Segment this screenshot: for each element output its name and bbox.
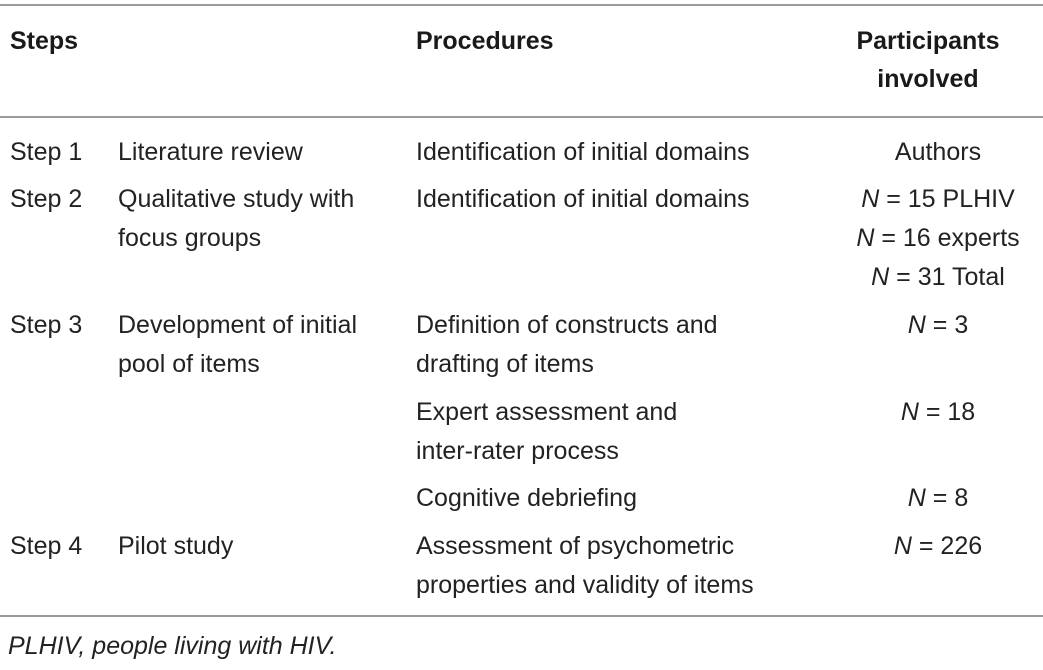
step-label: Step 2 bbox=[10, 185, 83, 213]
procedure-text: Identification of initial domains bbox=[416, 138, 750, 166]
step-label: Step 4 bbox=[10, 532, 83, 560]
procedure-text: Definition of constructs and bbox=[416, 311, 718, 339]
bottom-rule bbox=[0, 615, 1043, 617]
header-rule bbox=[0, 116, 1043, 118]
step-activity: pool of items bbox=[118, 350, 260, 378]
step-activity: Literature review bbox=[118, 138, 303, 166]
procedure-text: inter-rater process bbox=[416, 437, 619, 465]
header-participants-line1: Participants bbox=[856, 27, 1000, 55]
participants-value: N = 16 experts bbox=[856, 224, 1020, 252]
participants-value: N = 15 PLHIV bbox=[861, 185, 1015, 213]
step-activity: Qualitative study with bbox=[118, 185, 355, 213]
top-rule bbox=[0, 4, 1043, 6]
procedure-text: Expert assessment and bbox=[416, 398, 678, 426]
step-activity: Development of initial bbox=[118, 311, 358, 339]
header-procedures: Procedures bbox=[416, 27, 554, 55]
participants-value: N = 8 bbox=[907, 484, 969, 512]
procedure-text: Identification of initial domains bbox=[416, 185, 750, 213]
step-label: Step 3 bbox=[10, 311, 83, 339]
participants-value: N = 226 bbox=[893, 532, 983, 560]
header-steps: Steps bbox=[10, 27, 79, 55]
procedure-text: Cognitive debriefing bbox=[416, 484, 637, 512]
procedure-text: drafting of items bbox=[416, 350, 594, 378]
header-participants-line2: involved bbox=[877, 65, 979, 93]
participants-value: Authors bbox=[894, 138, 982, 166]
step-activity: focus groups bbox=[118, 224, 262, 252]
procedure-text: Assessment of psychometric bbox=[416, 532, 735, 560]
table-footnote: PLHIV, people living with HIV. bbox=[8, 632, 337, 660]
step-activity: Pilot study bbox=[118, 532, 234, 560]
participants-value: N = 3 bbox=[907, 311, 969, 339]
procedure-text: properties and validity of items bbox=[416, 571, 754, 599]
participants-value: N = 18 bbox=[900, 398, 976, 426]
step-label: Step 1 bbox=[10, 138, 83, 166]
participants-value: N = 31 Total bbox=[871, 263, 1005, 291]
